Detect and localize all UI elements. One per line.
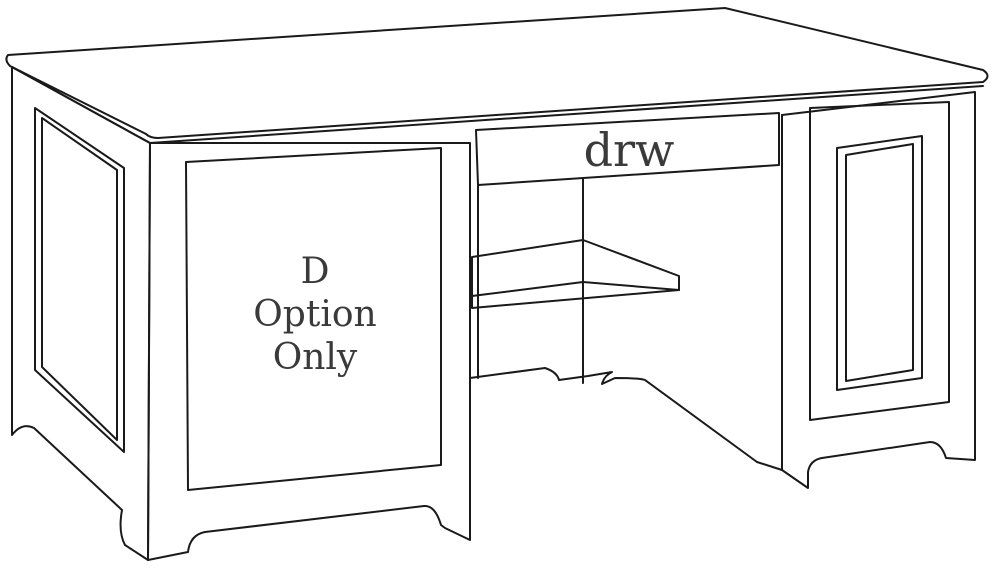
desk-top <box>5 7 989 144</box>
left-panel-label-line2: Option <box>253 294 377 335</box>
left-pedestal-front <box>147 142 471 561</box>
drawer-label: drw <box>583 123 675 177</box>
left-door-panel <box>185 147 442 491</box>
shelf <box>471 239 680 309</box>
left-panel-label: D Option Only <box>188 250 442 379</box>
right-pedestal <box>781 91 976 489</box>
left-panel-label-line1: D <box>300 251 330 292</box>
back-apron <box>469 367 758 463</box>
center-drawer <box>475 112 780 186</box>
right-door-panel-outer <box>836 135 923 391</box>
left-pedestal-side <box>11 66 151 561</box>
right-door-frame <box>809 101 950 421</box>
right-door-panel-inner <box>845 143 914 382</box>
left-panel-label-line3: Only <box>272 337 358 378</box>
